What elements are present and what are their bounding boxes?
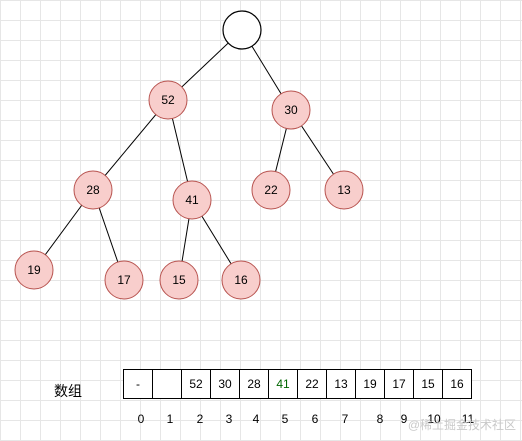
array-cell: 19 [355, 369, 385, 399]
tree-node-circle [172, 180, 212, 220]
tree-node: 52 [148, 80, 188, 120]
array-cell: - [123, 369, 153, 399]
array-index: 2 [196, 412, 204, 426]
array-index: 5 [281, 412, 289, 426]
tree-node-label: 15 [172, 273, 186, 287]
array-cell: 16 [442, 369, 472, 399]
tree-node-circle [221, 260, 261, 300]
tree-node: 19 [14, 250, 54, 290]
array-cell: 28 [239, 369, 269, 399]
watermark-text: @稀土掘金技术社区 [407, 418, 516, 432]
heap-tree-diagram: 52 30 28 41 22 13 19 17 15 16 [14, 10, 364, 300]
tree-node-circle [251, 170, 291, 210]
tree-node: 17 [104, 260, 144, 300]
tree-node-label: 28 [86, 183, 100, 197]
tree-node-label: 17 [117, 273, 131, 287]
array-index: 8 [376, 412, 384, 426]
array-cell [152, 369, 182, 399]
tree-node-circle [14, 250, 54, 290]
tree-node: 41 [172, 180, 212, 220]
array-cell: 17 [384, 369, 414, 399]
array-index: 7 [341, 412, 349, 426]
array-label: 数组 [54, 383, 82, 399]
array-index: 10 [427, 412, 441, 426]
tree-node-circle [324, 170, 364, 210]
tree-node: 30 [271, 90, 311, 130]
tree-node-label: 30 [284, 103, 298, 117]
array-index: 11 [461, 412, 475, 426]
array-cell: 13 [326, 369, 356, 399]
array-cell: 15 [413, 369, 443, 399]
array-cell: 22 [297, 369, 327, 399]
tree-node-label: 13 [337, 183, 351, 197]
tree-node-circle [159, 260, 199, 300]
tree-node-label: 16 [234, 273, 248, 287]
tree-node: 28 [73, 170, 113, 210]
array-index: 9 [400, 412, 408, 426]
tree-node-circle [73, 170, 113, 210]
tree-node-label: 52 [161, 93, 175, 107]
array-cell: 52 [181, 369, 211, 399]
array-cell: 41 [268, 369, 298, 399]
tree-node-circle [148, 80, 188, 120]
array-index: 6 [311, 412, 319, 426]
tree-edge [92, 99, 169, 191]
array-index: 3 [225, 412, 233, 426]
tree-node-label: 41 [185, 193, 199, 207]
array-cell: 30 [210, 369, 240, 399]
tree-node-circle [104, 260, 144, 300]
tree-node-label: 22 [264, 183, 278, 197]
tree-node: 15 [159, 260, 199, 300]
tree-node: 22 [251, 170, 291, 210]
tree-node-label: 19 [27, 263, 41, 277]
array-index: 4 [252, 412, 260, 426]
tree-node-circle [271, 90, 311, 130]
tree-node: 13 [324, 170, 364, 210]
tree-node: 16 [221, 260, 261, 300]
array-index: 0 [137, 412, 145, 426]
array-index: 1 [166, 412, 174, 426]
array-indices: 0 1 2 3 4 5 6 7 8 9 10 11 [0, 412, 522, 428]
tree-node-root [222, 10, 262, 50]
tree-edges [33, 29, 345, 281]
tree-nodes: 52 30 28 41 22 13 19 17 15 16 [14, 10, 364, 300]
